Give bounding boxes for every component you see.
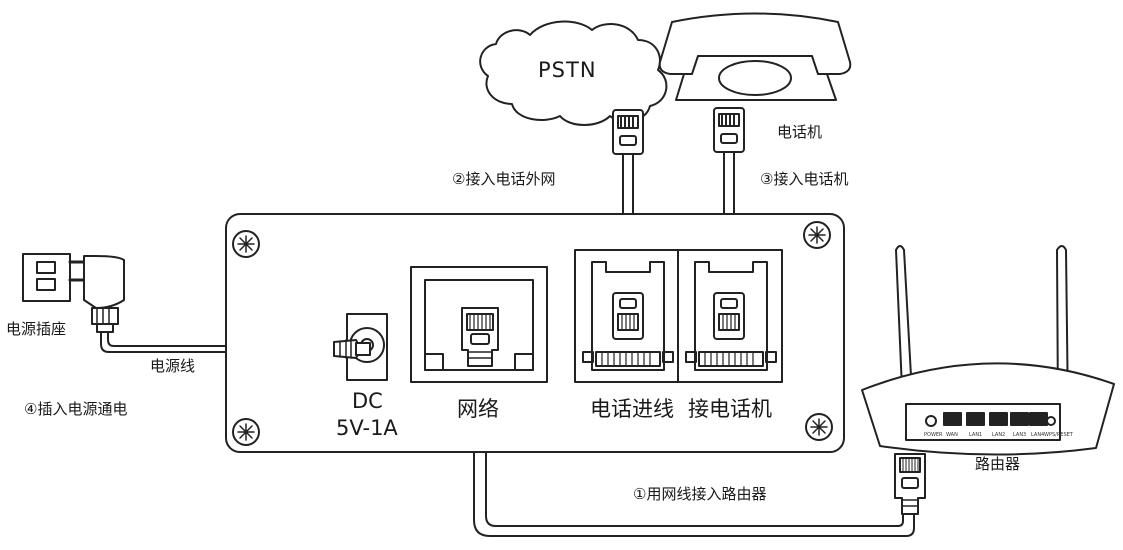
step3-label: ③接入电话机	[760, 170, 849, 188]
step2-label: ②接入电话外网	[452, 170, 556, 188]
router-port-label: LAN4	[1031, 432, 1044, 438]
power-adapter-icon	[68, 255, 125, 333]
dc-rating-label: 5V-1A	[336, 416, 398, 440]
router-label: 路由器	[975, 455, 1021, 473]
dc-plug-icon	[333, 339, 371, 359]
telephone-rj11-plug-icon	[713, 107, 745, 153]
router-port-label: LAN1	[969, 432, 982, 438]
phone-out-port-label: 接电话机	[688, 397, 772, 421]
rj11-plug-icon	[713, 292, 745, 340]
ethernet-cable	[473, 365, 915, 537]
router-port-label: POWER	[924, 432, 943, 438]
router-port-labels: POWER WAN LAN1 LAN2 LAN3 LAN4 WPS/RESET	[924, 432, 1074, 438]
screw-icon	[803, 221, 831, 249]
telephone-label: 电话机	[777, 123, 823, 141]
router-port-label: WAN	[946, 432, 958, 438]
pstn-label: PSTN	[538, 58, 597, 82]
router-port-label: LAN3	[1013, 432, 1026, 438]
screw-icon	[232, 418, 260, 446]
power-socket-label: 电源插座	[6, 320, 67, 338]
phone-in-port-label: 电话进线	[590, 397, 674, 421]
router-rj45-plug-icon	[894, 453, 926, 515]
router-port-label: WPS/RESET	[1044, 432, 1074, 438]
screw-icon	[232, 230, 260, 258]
router-port-label: LAN2	[992, 432, 1005, 438]
pstn-rj11-plug-icon	[612, 109, 644, 155]
screw-icon	[805, 413, 833, 441]
power-socket-icon	[22, 253, 71, 302]
phone-line-in-port	[574, 249, 679, 383]
pstn-cloud-icon	[479, 20, 668, 126]
power-cord	[100, 329, 341, 353]
dc-label: DC	[352, 389, 383, 413]
telephone-icon	[658, 12, 852, 101]
network-port-label: 网络	[457, 397, 499, 421]
step4-label: ④插入电源通电	[24, 400, 128, 418]
router-icon	[861, 245, 1115, 456]
rj11-plug-icon	[612, 292, 644, 340]
power-cord-label: 电源线	[150, 357, 196, 375]
step1-label: ①用网线接入路由器	[633, 485, 767, 503]
rj45-plug-icon	[461, 307, 499, 367]
